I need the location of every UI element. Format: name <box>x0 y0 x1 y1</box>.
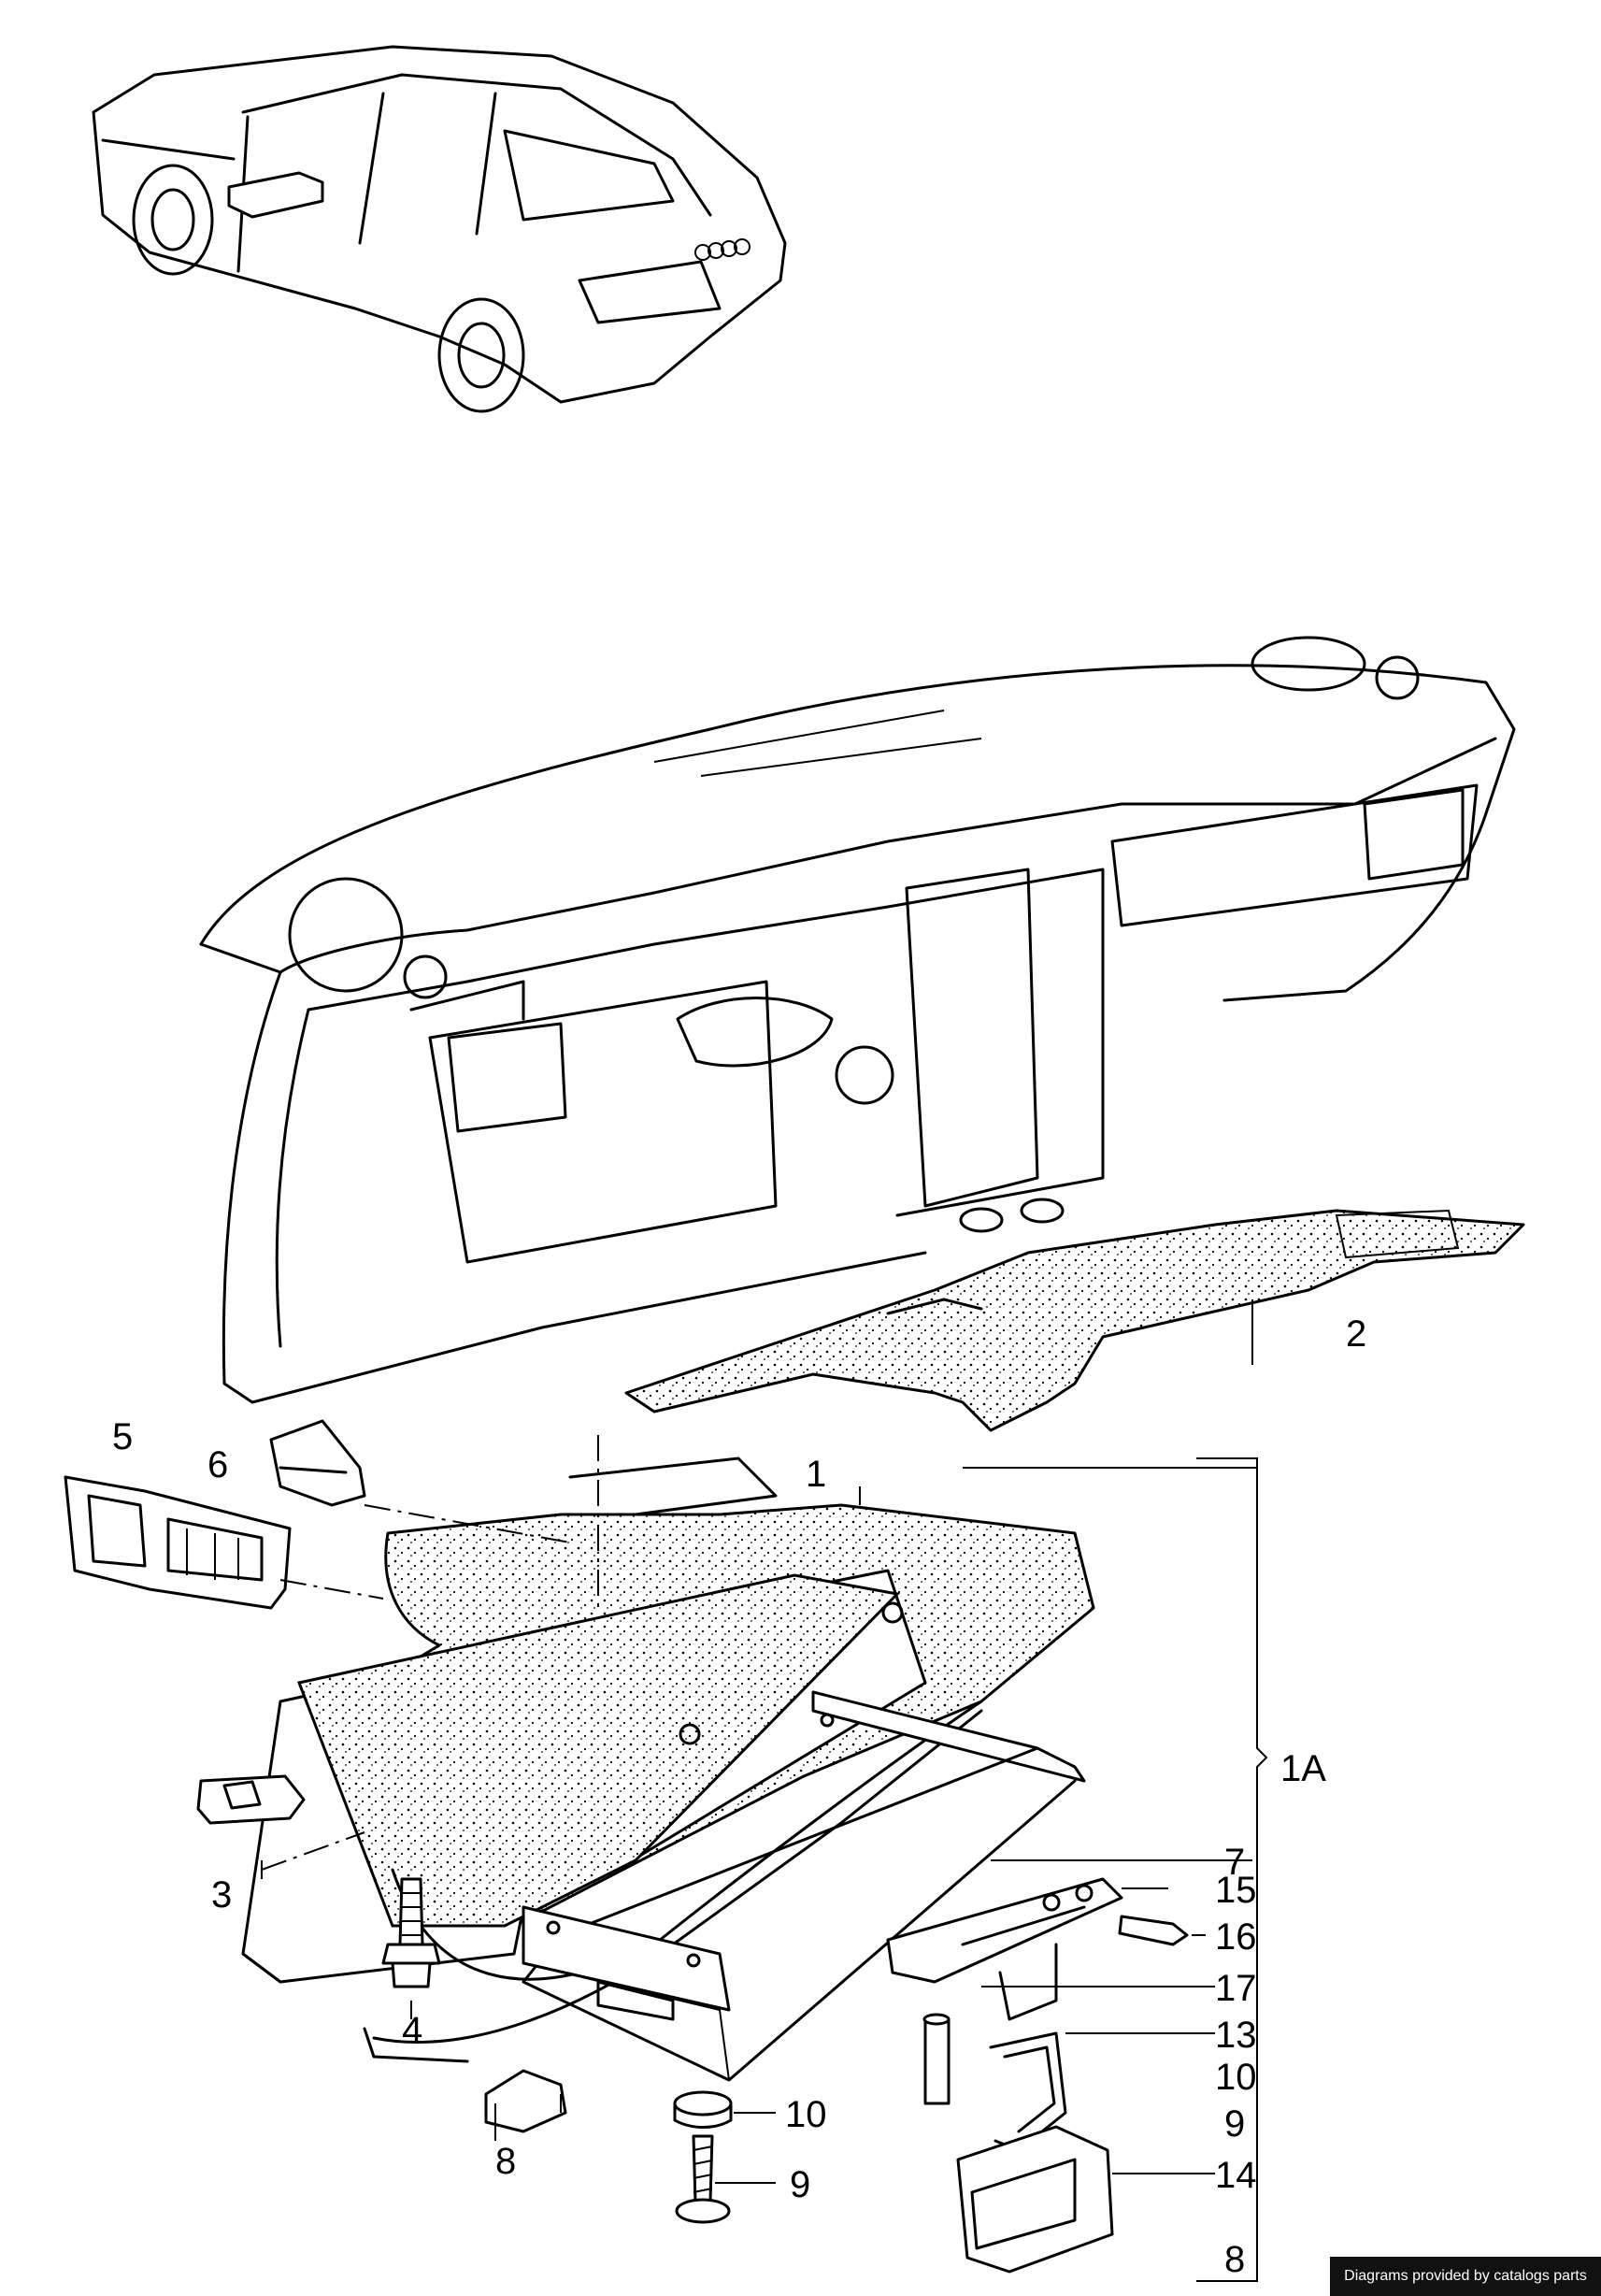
callout-5: 5 <box>112 1416 133 1457</box>
part-3-clip <box>196 1774 306 1825</box>
part-4-screw <box>381 1877 441 1988</box>
callout-10-right: 10 <box>1215 2057 1257 2098</box>
callout-15: 15 <box>1215 1870 1257 1911</box>
callout-16: 16 <box>1215 1916 1257 1958</box>
callout-13: 13 <box>1215 2015 1257 2056</box>
part-7-bracket <box>522 1690 1086 2082</box>
car-overview-illustration <box>92 45 787 413</box>
part-8-clip <box>484 2069 567 2133</box>
callout-9-left: 9 <box>790 2164 810 2205</box>
dashboard-illustration <box>199 636 1516 1404</box>
callout-9-right: 9 <box>1224 2103 1245 2145</box>
part-2-insulation-panel <box>624 1209 1525 1432</box>
callout-8-right: 8 <box>1224 2239 1245 2280</box>
callout-8-left: 8 <box>495 2141 516 2182</box>
part-17-bolt <box>922 2013 951 2105</box>
part-9-screw <box>675 2134 731 2224</box>
callout-1: 1 <box>806 1454 826 1495</box>
part-1-glove-box <box>241 1457 1095 2063</box>
part-10-washer <box>673 2090 733 2129</box>
leader-lines <box>261 1299 1268 2282</box>
callout-6: 6 <box>207 1444 228 1485</box>
callout-17: 17 <box>1215 1968 1257 2009</box>
callout-2: 2 <box>1346 1313 1366 1355</box>
callout-4: 4 <box>402 2010 422 2051</box>
callout-3: 3 <box>211 1874 232 1916</box>
part-6-clip <box>269 1419 366 1507</box>
part-5-bracket <box>64 1475 292 1610</box>
footer-credit: Diagrams provided by catalogs parts <box>1330 2257 1601 2296</box>
part-15-latch <box>886 1877 1123 2021</box>
callout-7: 7 <box>1224 1842 1245 1883</box>
callout-labels: 1 1A 2 3 4 5 6 7 8 8 9 9 10 10 13 14 15 … <box>112 1313 1366 2280</box>
callout-10-left: 10 <box>785 2094 827 2135</box>
callout-14: 14 <box>1215 2155 1257 2196</box>
part-16-pin <box>1118 1915 1189 1946</box>
part-14-lock-cylinder <box>956 2125 1114 2274</box>
callout-1a: 1A <box>1280 1748 1326 1789</box>
